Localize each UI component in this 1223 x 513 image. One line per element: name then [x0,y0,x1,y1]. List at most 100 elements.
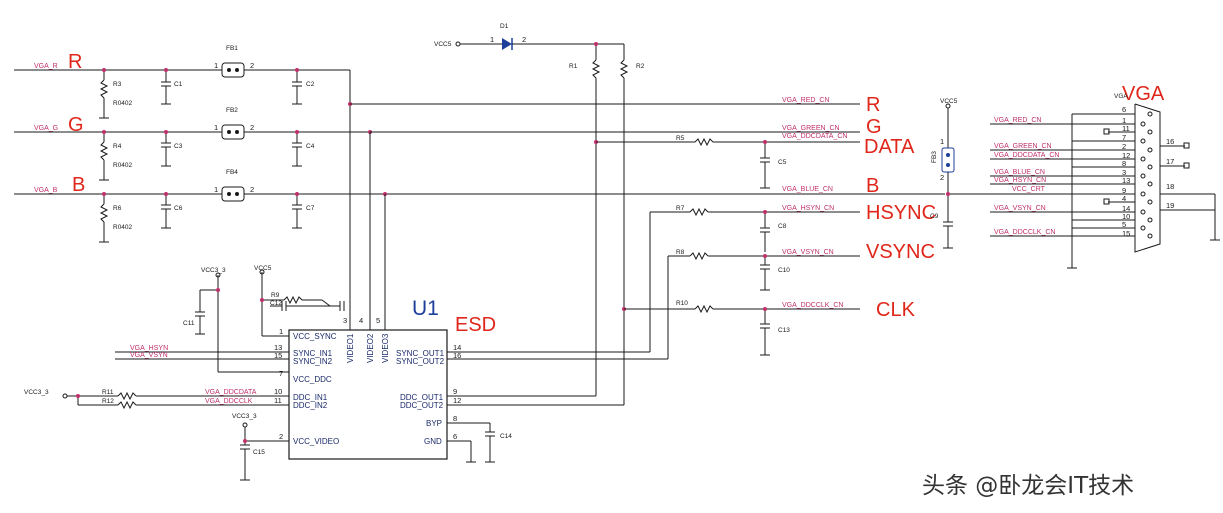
pin-fb1-1: 1 [214,61,218,70]
ref-c7: C7 [306,205,315,212]
u1-pin-name-vcc-sync: VCC_SYNC [293,332,337,341]
net-label-ddcdata-cn: VGA_DDCDATA_CN [782,133,847,140]
net-label-hsyn-cn: VGA_HSYN_CN [782,205,834,212]
u1-pin-name-ddc-in2: DDC_IN2 [293,401,328,410]
u1-pin-name-ddc-out1: DDC_OUT1 [400,393,444,402]
ref-c1: C1 [174,81,183,88]
annotation-b-out: B [866,175,879,197]
connector-pin-3: 3 [1122,168,1126,177]
ref-c11: C11 [183,320,195,327]
ref-c8: C8 [778,223,787,230]
connector-pin-4: 4 [1122,194,1126,203]
u1-pin-10: 10 [274,387,282,396]
ref-r6: R6 [113,205,122,212]
annotation-hsync-out: HSYNC [866,202,936,224]
ref-c9: C9 [930,213,939,220]
annotation-u1: U1 [412,297,439,320]
net-label-vga-b: VGA_B [34,187,58,194]
net-label-vga-vsyn: VGA_VSYN [130,352,168,359]
u1-pin-15: 15 [274,351,282,360]
u1-pin-name-byp: BYP [426,419,442,428]
u1-pin-8: 8 [453,414,457,423]
ref-r11: R11 [102,389,114,396]
u1-pin-3: 3 [343,316,347,325]
u1-pin-name-vcc-ddc: VCC_DDC [293,375,332,384]
net-label-vga-g: VGA_G [34,125,58,132]
conn-label-vsyn-cn: VGA_VSYN_CN [994,205,1046,212]
ferrite-bead-fb4 [221,186,245,202]
net-label-ddcclk-cn: VGA_DDCCLK_CN [782,302,843,309]
u1-pin-13: 13 [274,343,282,352]
annotation-vga: VGA [1122,83,1165,105]
net-label-green-cn: VGA_GREEN_CN [782,125,840,132]
net-label-vsyn-cn: VGA_VSYN_CN [782,249,834,256]
ref-fb4: FB4 [226,169,238,176]
ref-r0402-c: R0402 [113,224,133,231]
connector-side-pin-19: 19 [1166,201,1174,210]
ref-r1: R1 [569,63,578,70]
annotation-r-out: R [866,94,880,116]
power-vcc3-3-a: VCC3_3 [201,267,226,274]
ref-c13: C13 [778,327,790,334]
annotation-esd: ESD [455,314,496,336]
pin-d1-2: 2 [522,35,526,44]
conn-label-hsyn-cn: VGA_HSYN_CN [994,177,1046,184]
connector-pin-2: 2 [1122,142,1126,151]
u1-pin-9: 9 [453,387,457,396]
annotation-b-in: B [72,174,85,196]
connector-pin-10: 10 [1122,212,1130,221]
connector-pin-13: 13 [1122,176,1130,185]
pin-fb4-1: 1 [214,185,218,194]
connector-pin-12: 12 [1122,151,1130,160]
connector-title: VGA [1114,93,1128,100]
connector-pin-circles [1140,111,1153,239]
ref-fb1: FB1 [226,45,238,52]
u1-pin-name-video1: VIDEO1 [346,333,355,363]
ref-r4: R4 [113,143,122,150]
pin-fb3-1: 1 [940,137,944,146]
u1-pin-name-sync-in1: SYNC_IN1 [293,349,333,358]
net-label-vga-ddcclk: VGA_DDCCLK [205,398,253,405]
ref-r12: R12 [102,398,114,405]
ref-r2: R2 [636,63,645,70]
annotation-r-in: R [68,51,82,73]
u1-pin-7: 7 [279,369,283,378]
u1-pin-14: 14 [453,343,461,352]
conn-label-ddcclk-cn: VGA_DDCCLK_CN [994,229,1055,236]
u1-pin-name-ddc-in1: DDC_IN1 [293,393,328,402]
ref-c10: C10 [778,267,790,274]
power-vcc5-fb3: VCC5 [940,98,958,105]
u1-pin-name-gnd: GND [424,437,442,446]
power-vcc5-d1: VCC5 [434,41,452,48]
u1-esd-chip [288,329,448,460]
u1-pin-name-sync-out2: SYNC_OUT2 [396,357,445,366]
ferrite-bead-fb2 [221,124,245,140]
ref-c14: C14 [500,433,512,440]
connector-pin-1: 1 [1122,116,1126,125]
ref-fb3: FB3 [931,151,938,163]
annotation-clk-out: CLK [876,299,916,321]
power-vcc3-3-c: VCC3_3 [232,413,257,420]
u1-pin-1: 1 [279,327,283,336]
net-label-red-cn: VGA_RED_CN [782,97,829,104]
net-label-blue-cn: VGA_BLUE_CN [782,186,833,193]
pin-fb2-1: 1 [214,123,218,132]
conn-label-vcc-crt: VCC_CRT [1012,186,1046,193]
ref-c5: C5 [778,159,787,166]
ref-c2: C2 [306,81,315,88]
ref-c15: C15 [253,449,265,456]
ref-d1: D1 [500,23,509,30]
conn-label-green-cn: VGA_GREEN_CN [994,143,1052,150]
ref-r7: R7 [676,205,685,212]
pin-fb4-2: 2 [250,185,254,194]
connector-side-pin-16: 16 [1166,137,1174,146]
power-vcc3-3-b: VCC3_3 [24,389,49,396]
pin-fb3-2: 2 [940,173,944,182]
connector-pin-15: 15 [1122,229,1130,238]
ref-fb2: FB2 [226,107,238,114]
ref-r8: R8 [676,249,685,256]
u1-pin-name-ddc-out2: DDC_OUT2 [400,401,444,410]
conn-label-ddcdata-cn: VGA_DDCDATA_CN [994,152,1059,159]
